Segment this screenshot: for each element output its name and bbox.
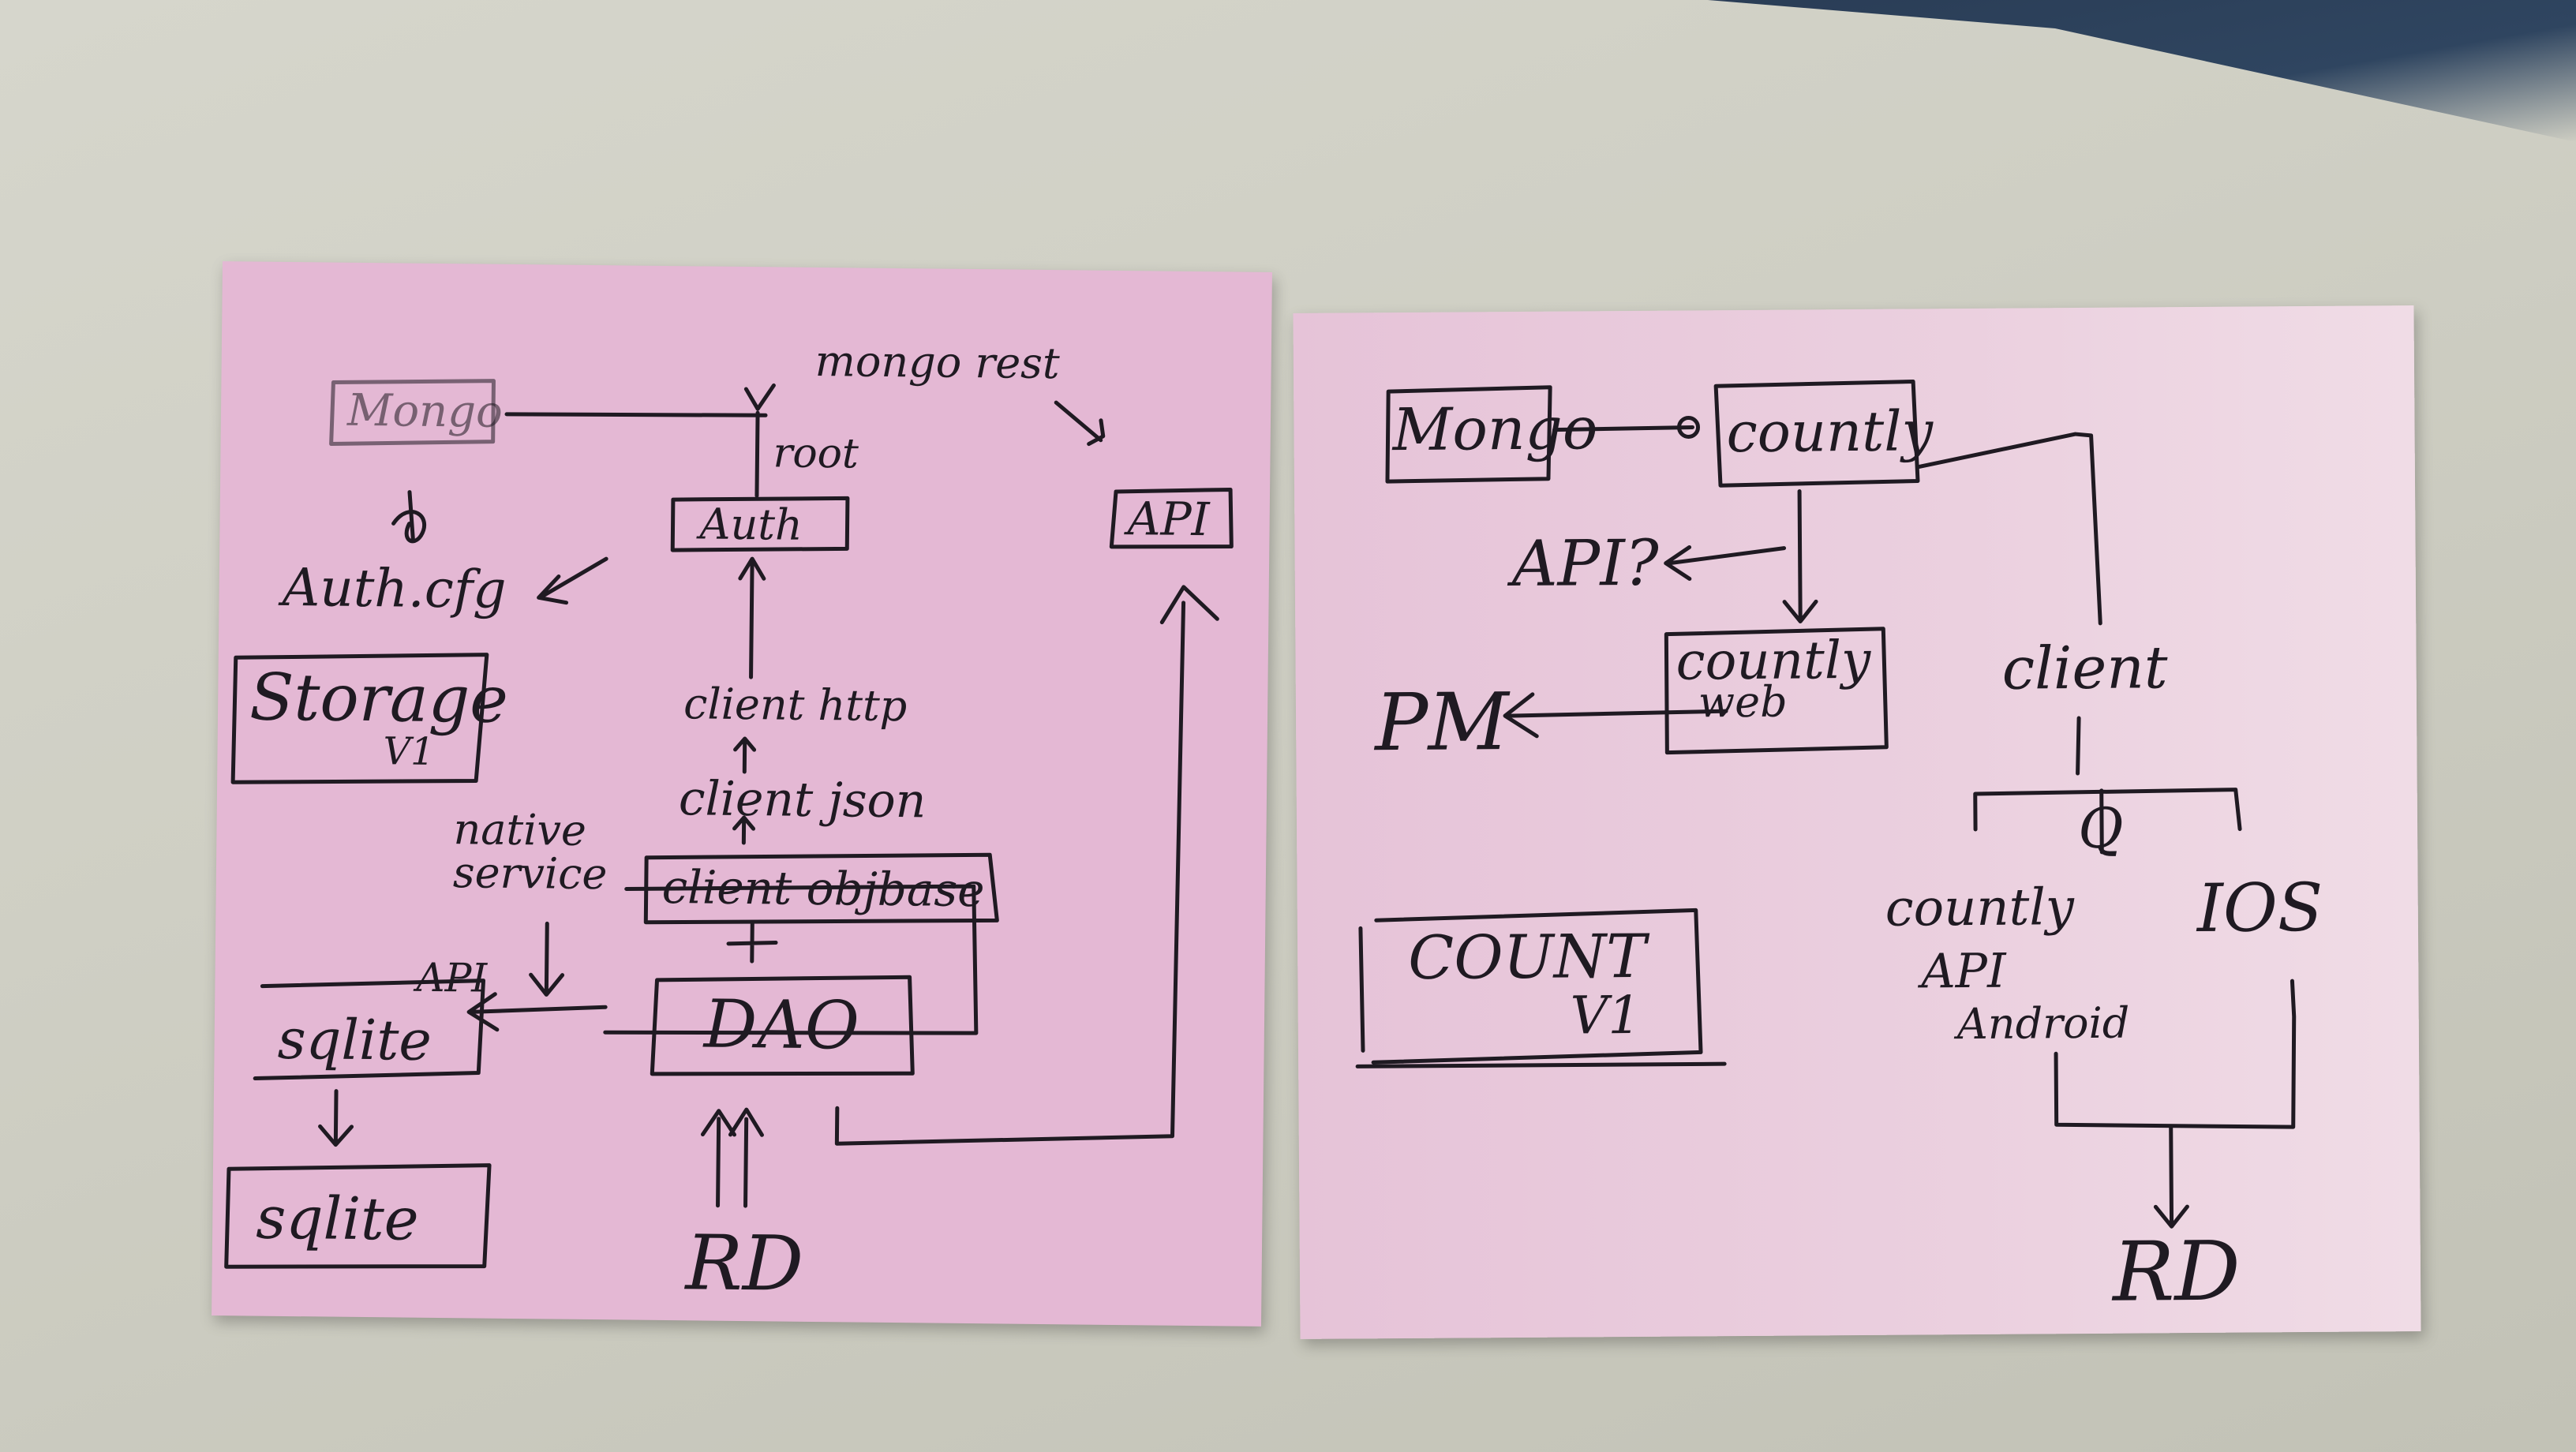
auth-cfg-arrow xyxy=(537,556,608,605)
auth-up-arrow xyxy=(738,556,766,679)
connector-dot xyxy=(1677,415,1701,439)
android-label: Android xyxy=(1956,997,2130,1050)
api-question-label: API? xyxy=(1511,526,1660,601)
api-question-arrow xyxy=(1664,544,1787,581)
rd-bracket xyxy=(2054,979,2297,1129)
countly-api-label-1: countly xyxy=(1885,878,2075,938)
objbase-dao-connector xyxy=(726,921,778,964)
left-diagram-lines xyxy=(224,379,1234,1269)
right-mongo-box xyxy=(1385,385,1552,484)
dao-label: DAO xyxy=(703,985,860,1065)
ios-label: IOS xyxy=(2196,868,2323,947)
pm-arrow xyxy=(1503,692,1728,739)
objbase-up-arrow xyxy=(732,815,756,845)
countly-web-label-2: web xyxy=(1698,676,1788,728)
sqlite-api-label: API xyxy=(416,954,488,1001)
client-objbase-label: client objbase xyxy=(661,859,985,918)
mongo-countly-line xyxy=(1552,425,1695,432)
dark-backdrop xyxy=(1708,0,2576,142)
mongo-rest-arrow xyxy=(1054,400,1106,447)
mongo-down-glyph xyxy=(391,490,427,544)
client-json-label: client json xyxy=(678,771,927,829)
root-arrow xyxy=(743,383,776,411)
mongo-rest-label: mongo rest xyxy=(814,335,1060,389)
auth-cfg-label: Auth.cfg xyxy=(282,556,507,620)
right-diagram-lines xyxy=(1355,379,2297,1229)
count-v1-box xyxy=(1355,908,1727,1068)
dao-api-line xyxy=(834,601,1186,1146)
platform-bracket xyxy=(1973,788,2242,832)
sqlite-box xyxy=(253,979,486,1081)
storage-v1-label: V1 xyxy=(383,729,436,774)
dao-sqlite-arrow xyxy=(466,992,608,1032)
root-label: root xyxy=(773,429,859,478)
mongo-box xyxy=(329,379,496,447)
rd-up-arrows xyxy=(700,1107,764,1208)
countly-label: countly xyxy=(1726,399,1934,466)
client-down-line xyxy=(2076,716,2081,776)
sqlite-bottom-box xyxy=(224,1163,492,1269)
sticky-note-left: Mongo mongo rest root Auth Auth.cfg Stor… xyxy=(212,261,1272,1327)
client-json-up-arrow xyxy=(733,736,757,774)
sqlite-down-arrow xyxy=(318,1089,354,1147)
client-outer-box xyxy=(603,884,979,1035)
rd-down-arrow xyxy=(2153,1125,2189,1229)
pm-label: PM xyxy=(1374,675,1510,769)
api-up-arrowhead xyxy=(1159,585,1219,625)
count-v1-label: V1 xyxy=(1570,984,1642,1046)
q-label: Q xyxy=(2077,795,2124,862)
service-label: service xyxy=(452,848,608,900)
native-service-arrow xyxy=(529,921,565,997)
sticky-note-right: Mongo countly API? countly web PM client… xyxy=(1293,305,2421,1339)
native-label: native xyxy=(453,804,587,855)
api-box-right xyxy=(1109,487,1234,549)
right-rd-label: RD xyxy=(2112,1222,2241,1320)
right-mongo-label: Mongo xyxy=(1392,395,1598,465)
countly-client-line xyxy=(1917,432,2102,626)
storage-box xyxy=(230,653,489,784)
countly-box xyxy=(1713,379,1920,488)
sqlite-box-label: sqlite xyxy=(277,1006,432,1073)
auth-label: Auth xyxy=(699,499,803,550)
root-line xyxy=(754,410,760,498)
count-label: COUNT xyxy=(1407,920,1647,993)
mongo-line xyxy=(504,412,768,417)
sqlite-bottom-label: sqlite xyxy=(255,1184,419,1254)
api-right-label: API xyxy=(1127,492,1210,547)
dao-box xyxy=(650,975,915,1076)
client-label: client xyxy=(2001,634,2168,703)
client-http-label: client http xyxy=(683,679,908,732)
rd-label: RD xyxy=(685,1218,804,1308)
countly-api-label-2: API xyxy=(1921,943,2006,1000)
countly-web-arrow xyxy=(1782,488,1818,623)
auth-box xyxy=(670,496,850,552)
mongo-label: Mongo xyxy=(346,384,504,438)
client-objbase-box xyxy=(643,852,999,925)
storage-label: Storage xyxy=(249,660,509,738)
